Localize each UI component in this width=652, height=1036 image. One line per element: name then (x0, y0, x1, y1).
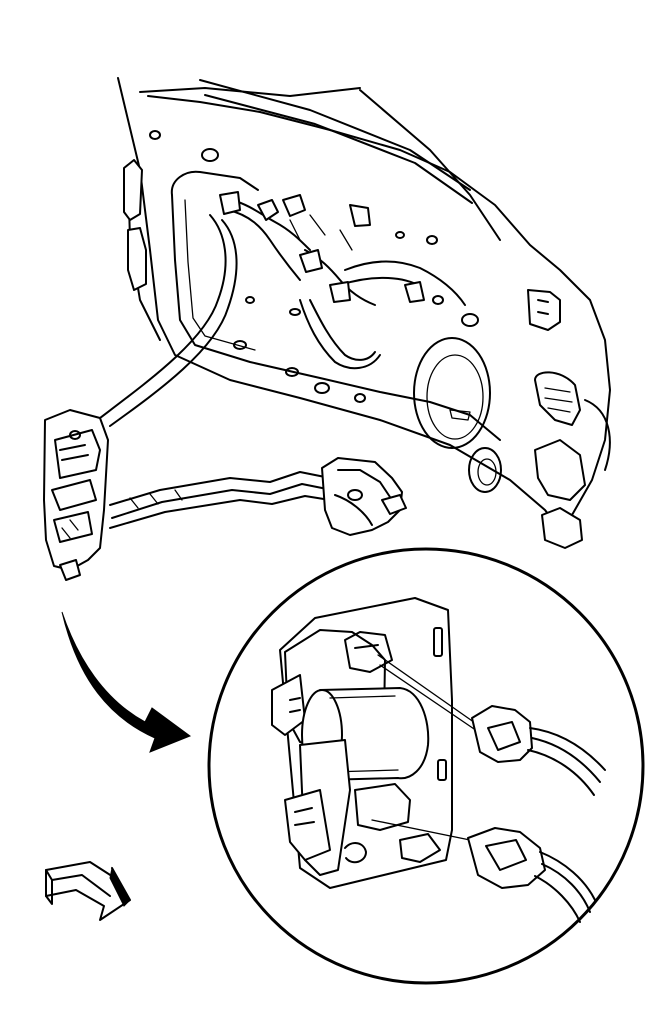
lock-actuator-detail (271, 597, 481, 889)
curved-arrow-icon (61, 611, 192, 753)
wire-harness-connector-lower (467, 827, 596, 923)
wire-harness-connector-upper (471, 705, 606, 796)
outside-handle-bracket (321, 457, 407, 536)
lock-linkage-rods (99, 214, 333, 529)
lock-actuator-assembly (43, 409, 109, 581)
door-inner-panel (117, 77, 611, 549)
view-direction-arrow-icon (45, 861, 131, 921)
